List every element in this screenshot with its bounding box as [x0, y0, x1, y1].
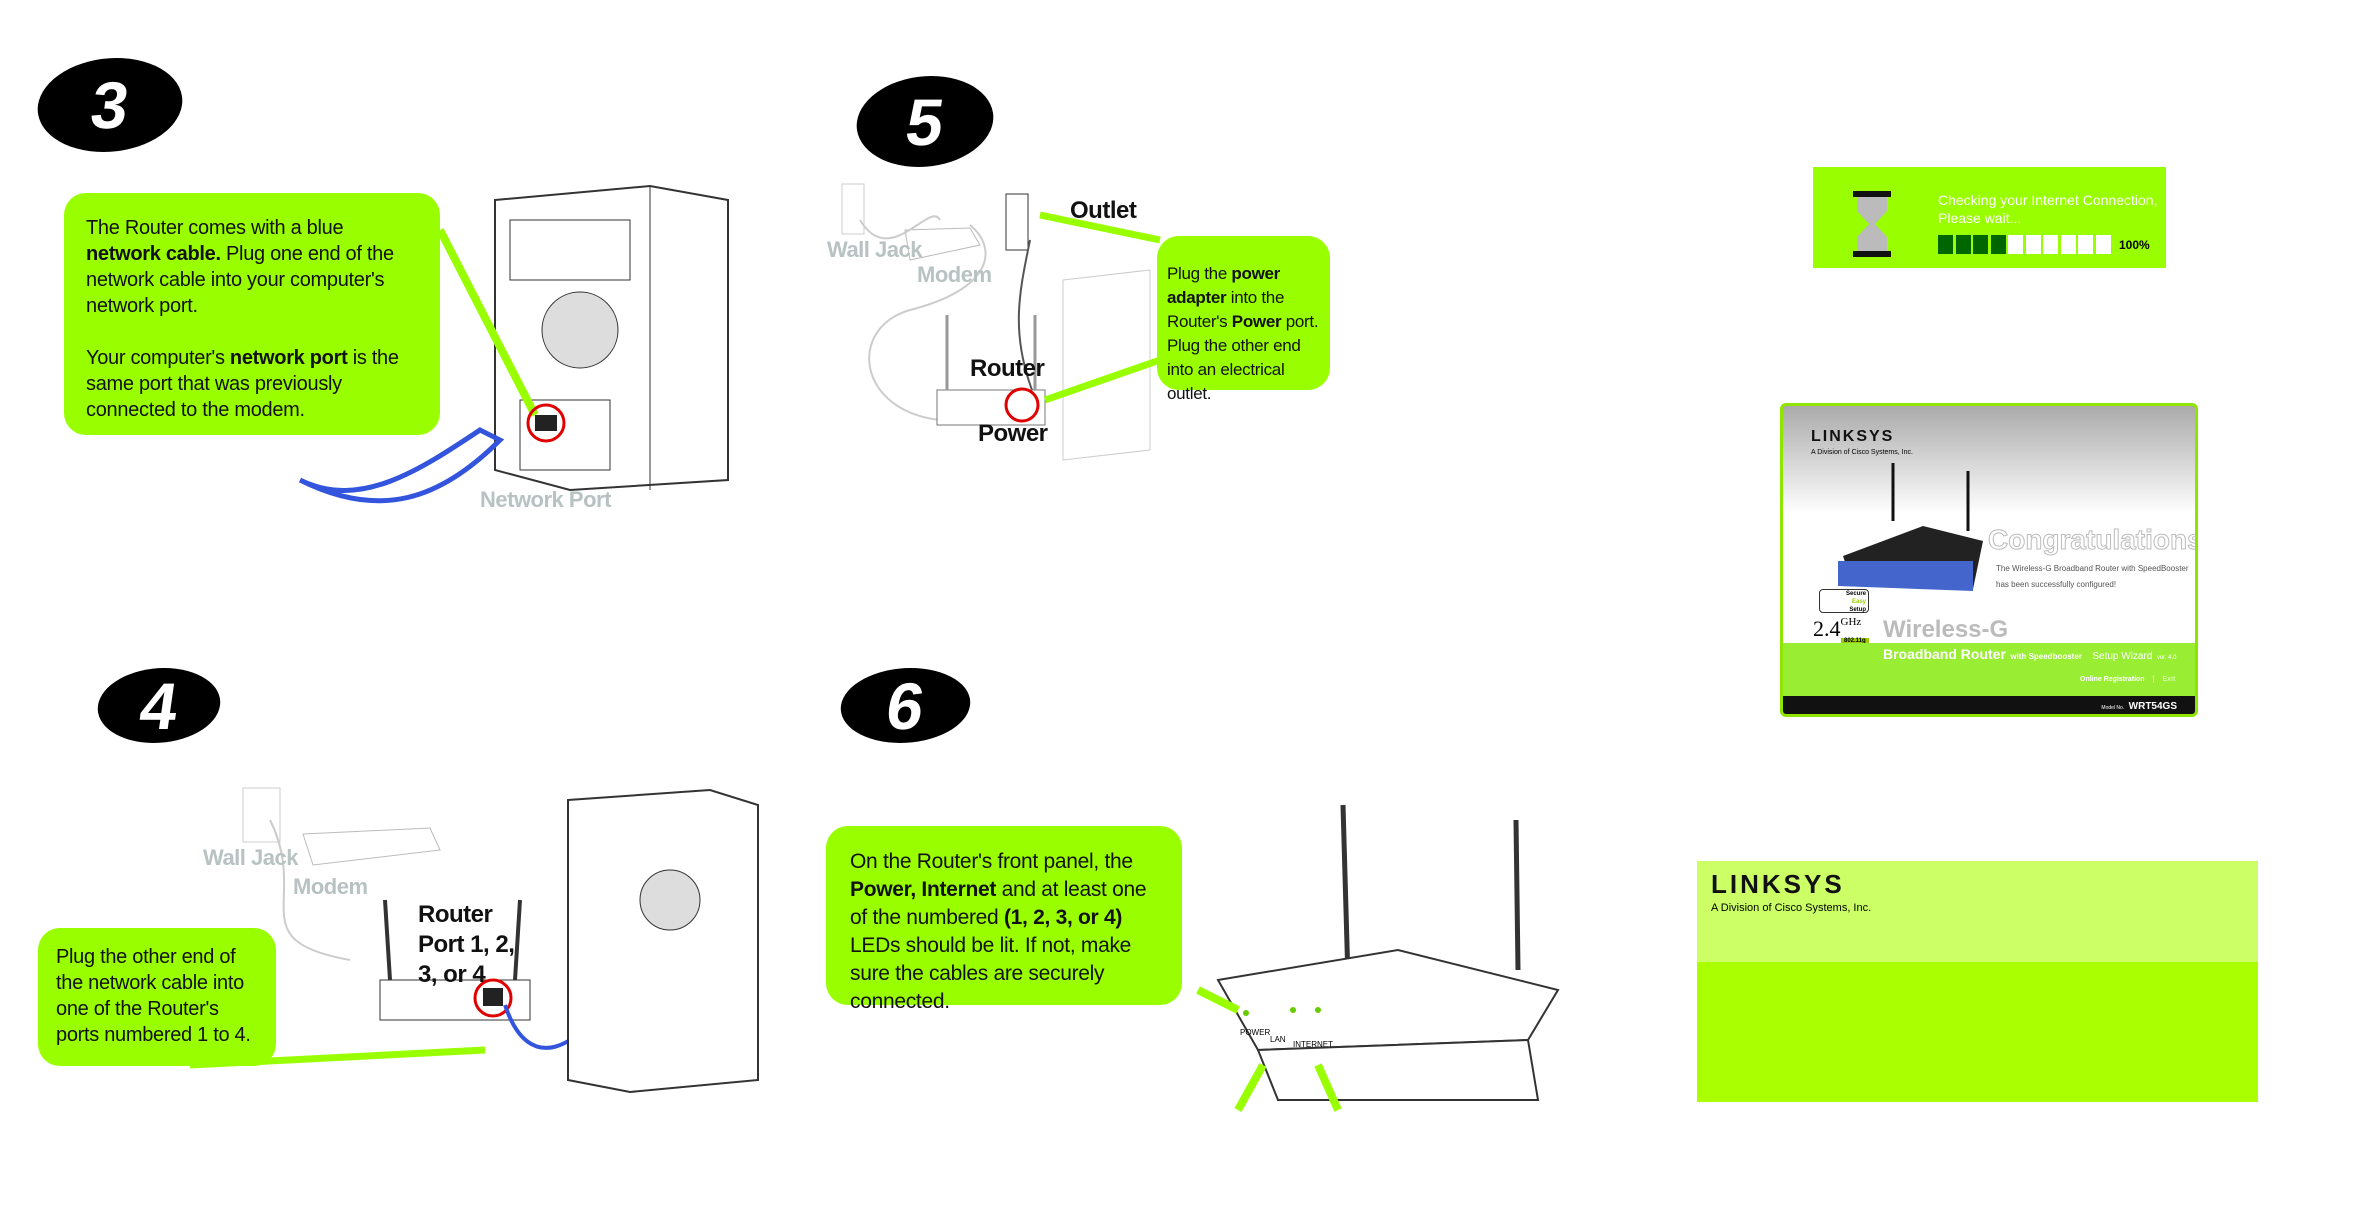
message-line2: has been successfully configured!	[1996, 580, 2117, 589]
progress-segment-filled	[1973, 235, 1988, 254]
network-port-label: Network Port	[480, 487, 611, 512]
text: Plug one end of the network cable into y…	[86, 243, 394, 317]
router-image	[1838, 463, 1983, 591]
model-label: Model No.	[2101, 705, 2125, 711]
bar-version: ver. 4.0	[2156, 655, 2177, 661]
text-bold: Power	[1231, 312, 1282, 331]
text: On the Router's front panel, the	[850, 850, 1133, 873]
text: and at least one of the numbered	[850, 878, 1147, 929]
step-4-badge: 4	[92, 668, 226, 743]
text: is the same port that was previously con…	[86, 347, 399, 421]
progress-line2: Please wait...	[1938, 210, 2022, 226]
setup-wizard-screen: LINKSYS A Division of Cisco Systems, Inc…	[1780, 403, 2198, 717]
computer-tower-illustration	[298, 184, 729, 504]
progress-segment-empty	[2008, 235, 2023, 254]
text-bold: (1, 2, 3, or 4)	[1003, 906, 1123, 929]
step-4-illustration	[189, 787, 759, 1094]
text-bold: Power, Internet	[850, 878, 997, 901]
text: Your computer's	[86, 347, 230, 369]
hourglass-icon	[1853, 191, 1891, 257]
outlet-label: Outlet	[1070, 197, 1137, 224]
step-5-badge: 5	[850, 76, 1000, 167]
step-5-illustration	[841, 183, 1162, 461]
congratulations-headline: Congratulations	[1988, 524, 2198, 556]
text: LEDs should be lit. If not, make sure th…	[850, 934, 1132, 1013]
modem-label: Modem	[293, 874, 368, 899]
port-label: 3, or 4	[418, 961, 486, 988]
brand-sub: A Division of Cisco Systems, Inc.	[1811, 449, 1913, 456]
exit-link[interactable]: Exit	[2162, 676, 2176, 683]
led-power-label: POWER	[1240, 1028, 1271, 1037]
router-label: Router	[970, 355, 1045, 382]
progress-segment-empty	[2060, 235, 2076, 254]
linksys-logo: LINKSYS	[1811, 428, 1895, 445]
linksys-panel: LINKSYS A Division of Cisco Systems, Inc…	[1697, 861, 2258, 1102]
power-label: Power	[978, 420, 1048, 447]
text-bold: network cable.	[86, 243, 221, 265]
frequency-logo: 2.4GHz 802.11g	[1813, 616, 1869, 644]
progress-bar	[1938, 235, 2113, 259]
led-internet-label: INTERNET	[1293, 1040, 1333, 1049]
led-lan-label: LAN	[1270, 1035, 1286, 1044]
progress-segment-empty	[2095, 235, 2111, 254]
progress-segment-empty	[2043, 235, 2058, 254]
brand-sub: A Division of Cisco Systems, Inc.	[1711, 902, 1872, 914]
text: into the Router's	[1167, 288, 1285, 331]
wall-jack-label: Wall Jack	[203, 845, 298, 870]
progress-segment-filled	[1990, 235, 2006, 254]
step-4-callout: Plug the other end of the network cable …	[38, 928, 276, 1066]
step-3-callout: The Router comes with a blue network cab…	[64, 193, 440, 435]
progress-screen: Checking your Internet Connection, Pleas…	[1813, 167, 2166, 268]
bar-title: Broadband Router	[1883, 646, 2006, 662]
step-6-callout: On the Router's front panel, the Power, …	[826, 826, 1182, 1013]
router-label: Router	[418, 901, 493, 928]
message-line1: The Wireless-G Broadband Router with Spe…	[1996, 564, 2189, 573]
step-3-badge: 3	[31, 58, 189, 152]
linksys-logo: LINKSYS	[1711, 869, 1845, 899]
text-bold: network port	[229, 347, 348, 369]
text: port. Plug the other end into an electri…	[1167, 312, 1319, 403]
text: The Router comes with a blue	[86, 217, 344, 239]
bar-with: with Speedbooster	[2010, 652, 2082, 661]
step-5-callout: Plug the power adapter into the Router's…	[1157, 236, 1330, 403]
step-6-badge: 6	[835, 668, 976, 743]
router-port-label: Router Port 1, 2, 3, or 4	[418, 900, 515, 990]
port-label: Port 1, 2,	[418, 931, 515, 958]
online-registration-link[interactable]: Online Registration	[2080, 676, 2145, 683]
wall-jack-label: Wall Jack	[827, 237, 922, 262]
text-bold: power adapter	[1167, 264, 1280, 307]
text: Plug the	[1167, 264, 1232, 283]
progress-segment-filled	[1955, 235, 1971, 254]
modem-label: Modem	[917, 262, 992, 287]
progress-percent: 100%	[2119, 238, 2150, 252]
router-front-illustration	[1196, 804, 1560, 1112]
bar-wizard: Setup Wizard	[2092, 651, 2153, 662]
model-number: WRT54GS	[2128, 701, 2177, 712]
product-line: Wireless-G	[1883, 616, 2009, 643]
progress-segment-empty	[2078, 235, 2093, 254]
progress-line1: Checking your Internet Connection,	[1938, 192, 2158, 208]
progress-segment-filled	[1938, 235, 1953, 254]
progress-segment-empty	[2025, 235, 2041, 254]
